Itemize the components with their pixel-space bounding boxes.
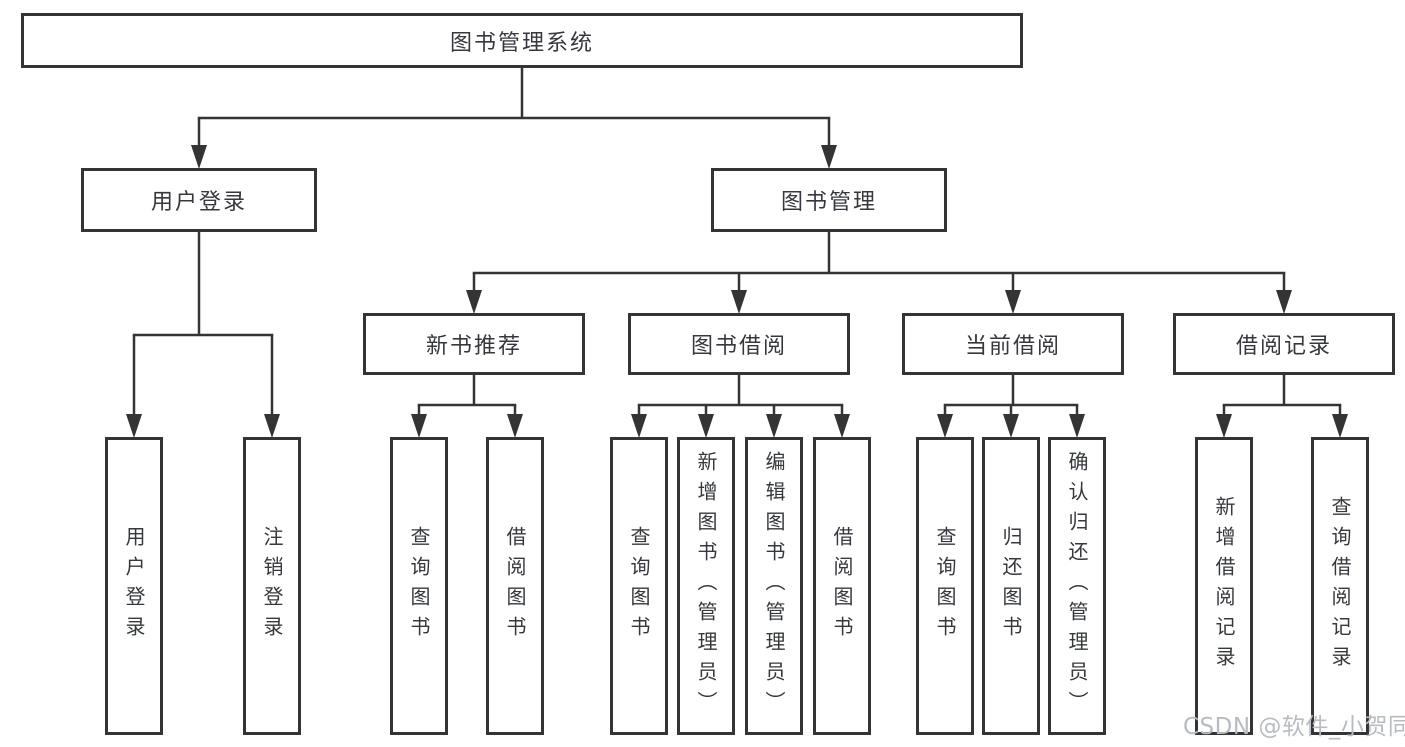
leaf-newbook-borrow-books: 借阅图书 bbox=[486, 437, 544, 735]
arrow-bb-edit bbox=[766, 414, 782, 438]
leaf-user-login: 用户登录 bbox=[105, 437, 163, 735]
arrow-sec-newbook bbox=[466, 290, 482, 314]
arrow-bb-query bbox=[631, 414, 647, 438]
node-book-borrow: 图书借阅 bbox=[628, 313, 850, 375]
arrow-rec-add bbox=[1216, 414, 1232, 438]
arrow-sec-current bbox=[1005, 290, 1021, 314]
node-new-book-recommend: 新书推荐 bbox=[363, 313, 585, 375]
arrow-bb-borrow bbox=[834, 414, 850, 438]
arrow-bb-add bbox=[698, 414, 714, 438]
node-root-system: 图书管理系统 bbox=[21, 13, 1023, 68]
node-current-borrow: 当前借阅 bbox=[902, 313, 1124, 375]
leaf-records-query-record: 查询借阅记录 bbox=[1311, 437, 1369, 735]
arrow-sec-records bbox=[1276, 290, 1292, 314]
arrow-nb-borrow bbox=[507, 414, 523, 438]
leaf-current-query-books: 查询图书 bbox=[916, 437, 974, 735]
leaf-newbook-query-books: 查询图书 bbox=[390, 437, 448, 735]
leaf-records-add-record: 新增借阅记录 bbox=[1195, 437, 1253, 735]
leaf-logout: 注销登录 bbox=[243, 437, 301, 735]
node-book-management: 图书管理 bbox=[711, 168, 947, 232]
arrow-cb-confirm bbox=[1069, 414, 1085, 438]
arrow-sec-borrow bbox=[731, 290, 747, 314]
arrow-rec-query bbox=[1332, 414, 1348, 438]
arrow-cb-return bbox=[1003, 414, 1019, 438]
leaf-current-confirm-return-admin: 确认归还（管理员） bbox=[1048, 437, 1106, 735]
arrow-logout bbox=[264, 414, 280, 438]
leaf-borrow-borrow-books: 借阅图书 bbox=[813, 437, 871, 735]
arrow-cb-query bbox=[937, 414, 953, 438]
arrow-user-login bbox=[191, 145, 207, 169]
node-user-login: 用户登录 bbox=[81, 168, 317, 232]
arrow-book-mgmt bbox=[821, 145, 837, 169]
arrow-login bbox=[126, 414, 142, 438]
leaf-current-return-books: 归还图书 bbox=[982, 437, 1040, 735]
leaf-borrow-query-books: 查询图书 bbox=[610, 437, 668, 735]
node-borrow-records: 借阅记录 bbox=[1173, 313, 1395, 375]
csdn-watermark: CSDN @软件_小贺同学 bbox=[1183, 714, 1405, 740]
arrow-nb-query bbox=[411, 414, 427, 438]
leaf-borrow-edit-books-admin: 编辑图书（管理员） bbox=[745, 437, 803, 735]
leaf-borrow-add-books-admin: 新增图书（管理员） bbox=[677, 437, 735, 735]
